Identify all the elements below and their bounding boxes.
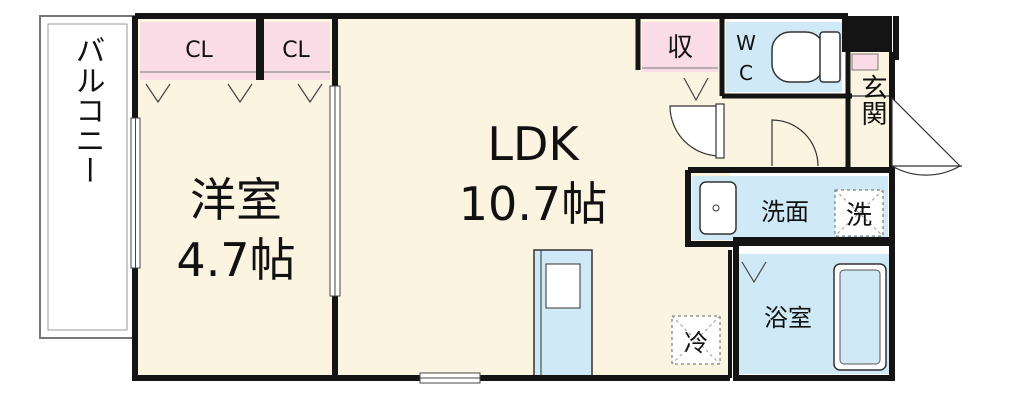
- storage-door-mark: [683, 77, 709, 102]
- washroom-label: 洗面: [761, 198, 809, 226]
- washer-label: 洗: [846, 201, 872, 231]
- storage-area: [642, 22, 718, 72]
- fridge-space: [671, 315, 721, 365]
- ldk-size: 10.7帖: [459, 177, 607, 231]
- balcony-label: バルコニー: [70, 35, 105, 185]
- toilet-label-w: W: [736, 31, 756, 55]
- western-room-name: 洋室: [190, 173, 282, 227]
- sliding-door-western: [329, 85, 341, 297]
- ldk-name: LDK: [487, 117, 580, 171]
- window-ldk-bottom: [419, 372, 481, 384]
- closet-right: [262, 22, 330, 80]
- toilet-label-c: C: [739, 61, 753, 85]
- fridge-label: 冷: [684, 329, 708, 357]
- closet-left: [140, 22, 258, 80]
- closet-label-2: CL: [282, 38, 310, 63]
- door-swings: [669, 96, 962, 176]
- closet-door-marks: [145, 83, 323, 104]
- entrance-details: [848, 53, 892, 97]
- storage-label: 収: [667, 33, 693, 63]
- western-room-size: 4.7帖: [176, 233, 295, 287]
- balcony: [39, 15, 136, 339]
- bathroom-label: 浴室: [764, 304, 812, 332]
- entrance-label: 玄関: [857, 74, 887, 126]
- toilet-room: [726, 22, 842, 92]
- closet-label-1: CL: [185, 38, 213, 63]
- kitchen-counter: [533, 249, 593, 379]
- window-balcony: [130, 117, 141, 269]
- washroom: [692, 176, 888, 240]
- bathroom: [738, 254, 890, 374]
- ldk-floor: [335, 16, 730, 378]
